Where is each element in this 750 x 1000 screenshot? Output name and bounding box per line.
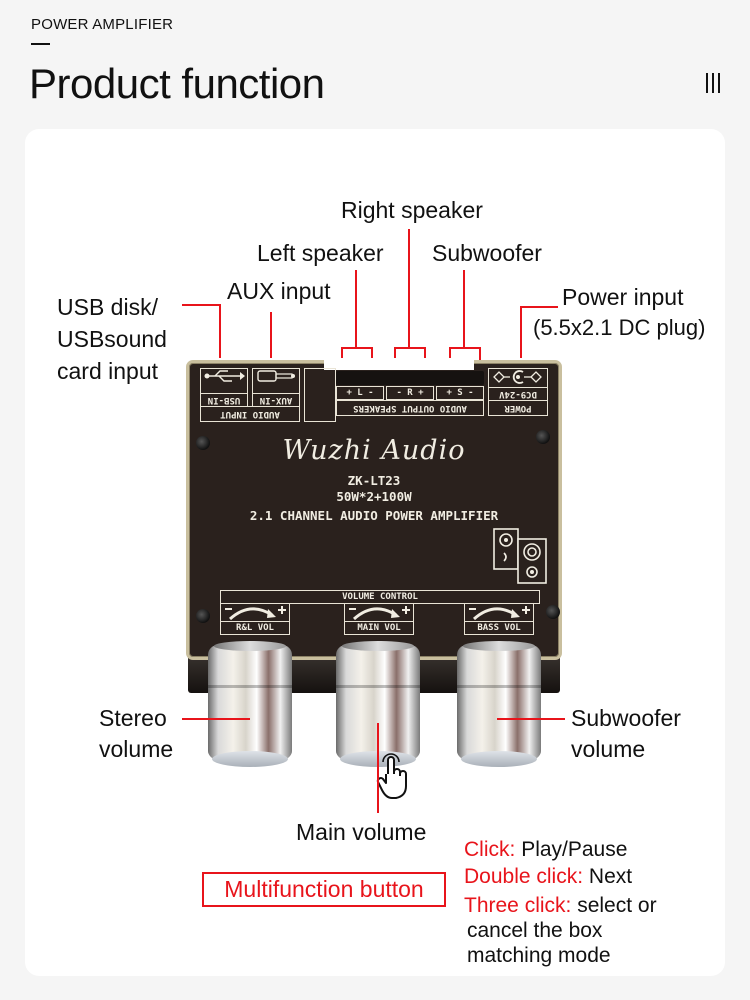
terminal-notch bbox=[324, 358, 474, 370]
double-click-result: Next bbox=[588, 865, 633, 888]
page-title: Product function bbox=[29, 60, 325, 107]
usb-port bbox=[200, 368, 248, 394]
three-click-continuation-line2: matching mode bbox=[467, 944, 611, 967]
model-number: ZK-LT23 bbox=[347, 473, 401, 488]
screw-icon bbox=[196, 609, 210, 623]
aux-leader-line bbox=[270, 312, 272, 358]
speaker-terminal-block bbox=[336, 371, 484, 385]
eyebrow-divider bbox=[31, 43, 50, 45]
stereo-volume-knob[interactable] bbox=[208, 641, 292, 767]
three-click-action: Three click: select or bbox=[464, 892, 657, 920]
volume-arrow-icon bbox=[225, 606, 286, 621]
power-input-label-line2: (5.5x2.1 DC plug) bbox=[533, 315, 706, 340]
usb-input-label-line1: USB disk/ bbox=[57, 294, 158, 320]
screw-icon bbox=[536, 430, 550, 444]
double-click-action: Double click: Next bbox=[464, 863, 632, 891]
dc-polarity-icon bbox=[493, 370, 542, 384]
main-volume-leader bbox=[377, 723, 379, 813]
aux-port bbox=[252, 368, 300, 394]
click-action: Click: Play/Pause bbox=[464, 836, 627, 864]
volume-arrow-icon bbox=[469, 606, 530, 621]
usb-icon bbox=[204, 370, 245, 382]
left-speaker-label: Left speaker bbox=[257, 240, 384, 266]
volume-arrow-icon bbox=[349, 606, 410, 621]
speakers-label: AUDIO OUTPUT SPEAKERS bbox=[336, 400, 484, 416]
product-description: 2.1 CHANNEL AUDIO POWER AMPLIFIER bbox=[249, 508, 499, 523]
amplifier-board: USB-IN AUX-IN AUDIO INPUT + L - - R + + … bbox=[186, 358, 562, 693]
stereo-volume-label-line1: Stereo bbox=[99, 705, 167, 731]
power-input-label-line1: Power input bbox=[562, 284, 684, 310]
brand-logo: Wuzhi Audio bbox=[282, 435, 466, 466]
terminal-sub: + S - bbox=[436, 386, 484, 400]
click-result: Play/Pause bbox=[521, 838, 628, 861]
tap-hand-icon bbox=[376, 753, 407, 799]
click-trigger: Click: bbox=[464, 838, 516, 861]
bass-vol-label: BASS VOL bbox=[464, 621, 534, 635]
terminal-left: + L - bbox=[336, 386, 384, 400]
subwoofer-volume-label-line2: volume bbox=[571, 736, 646, 762]
screw-icon bbox=[196, 436, 210, 450]
menu-icon[interactable] bbox=[705, 73, 721, 93]
right-speaker-label: Right speaker bbox=[341, 197, 483, 223]
audio-input-label: AUDIO INPUT bbox=[200, 406, 300, 422]
three-click-result: select or bbox=[577, 894, 657, 917]
stereo-volume-leader bbox=[182, 718, 250, 720]
multifunction-button-label: Multifunction button bbox=[202, 872, 446, 907]
dc-voltage-label: DC9-24V bbox=[488, 387, 548, 401]
subwoofer-volume-label-line1: Subwoofer bbox=[571, 705, 681, 731]
terminal-right: - R + bbox=[386, 386, 434, 400]
blank-panel bbox=[304, 368, 336, 422]
power-label: POWER bbox=[488, 400, 548, 416]
usb-input-label-line3: card input bbox=[57, 358, 159, 384]
speaker-icon bbox=[493, 528, 547, 584]
aux-jack-icon bbox=[257, 370, 295, 382]
power-rating: 50W*2+100W bbox=[336, 489, 412, 504]
stereo-volume-label-line2: volume bbox=[99, 736, 174, 762]
three-click-continuation-line1: cancel the box bbox=[467, 919, 603, 942]
volume-control-label: VOLUME CONTROL bbox=[220, 590, 540, 604]
three-click-trigger: Three click: bbox=[464, 894, 572, 917]
main-vol-label: MAIN VOL bbox=[344, 621, 414, 635]
usb-in-label: USB-IN bbox=[200, 393, 248, 407]
dc-jack bbox=[488, 368, 548, 388]
subwoofer-label: Subwoofer bbox=[432, 240, 542, 266]
usb-input-label-line2: USBsound bbox=[57, 326, 167, 352]
subwoofer-volume-knob[interactable] bbox=[457, 641, 541, 767]
main-volume-label: Main volume bbox=[296, 819, 427, 845]
section-eyebrow: POWER AMPLIFIER bbox=[31, 16, 174, 33]
screw-icon bbox=[546, 605, 560, 619]
aux-input-label: AUX input bbox=[227, 278, 331, 304]
aux-in-label: AUX-IN bbox=[252, 393, 300, 407]
double-click-trigger: Double click: bbox=[464, 865, 584, 888]
rl-vol-label: R&L VOL bbox=[220, 621, 290, 635]
subwoofer-volume-leader bbox=[497, 718, 565, 720]
